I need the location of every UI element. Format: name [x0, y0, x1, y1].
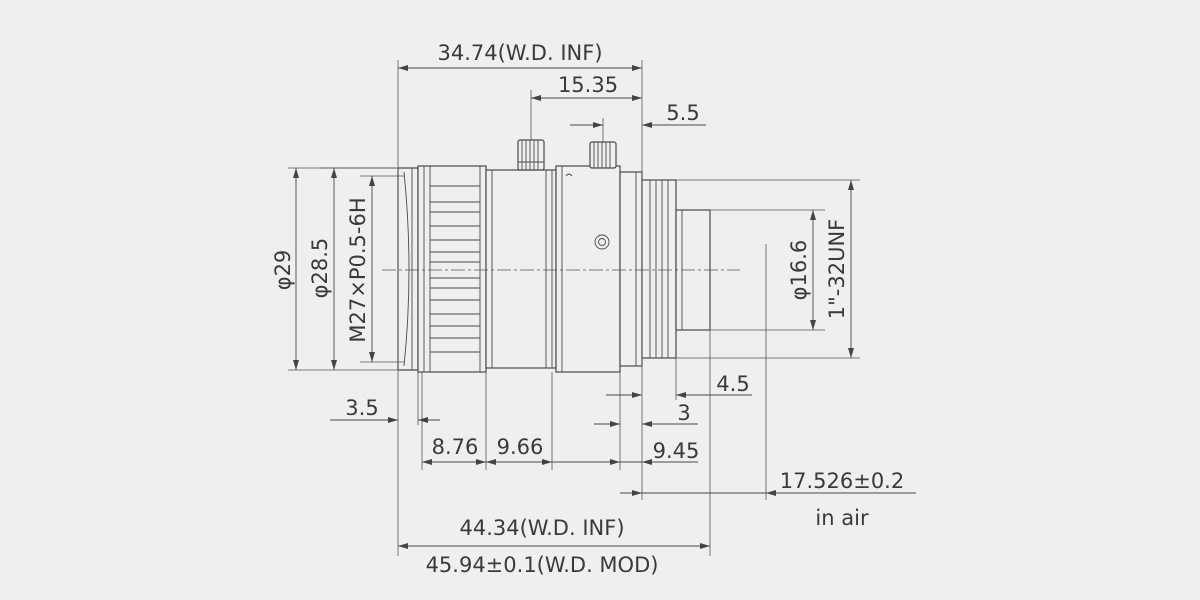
dim-rear-flange-a: 4.5: [606, 372, 752, 398]
label-rear-flange-a: 4.5: [716, 372, 749, 396]
dim-knob-to-mount: 15.35: [531, 73, 642, 101]
dim-overall-length: 44.34(W.D. INF) 45.94±0.1(W.D. MOD): [398, 516, 710, 577]
iris-barrel: [485, 169, 557, 369]
dim-diameter-ring: φ28.5: [308, 168, 337, 370]
label-mount-thread: 1"-32UNF: [825, 219, 849, 319]
label-knob-to-mount: 15.35: [558, 73, 618, 97]
label-rear-length: 9.45: [653, 439, 700, 463]
label-overall-length-inf: 44.34(W.D. INF): [459, 516, 624, 540]
dim-rear-flange-b: 3: [594, 401, 698, 427]
iris-lock-knob: [589, 141, 617, 169]
dim-flange-back: 17.526±0.2 in air: [620, 469, 916, 530]
label-flange-back-note: in air: [815, 506, 869, 530]
dim-diameter-outer: φ29: [271, 168, 299, 370]
label-total-length-inf: 34.74(W.D. INF): [437, 41, 602, 65]
label-middle-width: 9.66: [497, 435, 544, 459]
label-rear-diameter: φ16.6: [787, 240, 811, 301]
mount-thread: [641, 179, 677, 359]
label-diameter-outer: φ29: [271, 250, 295, 291]
label-flange-back: 17.526±0.2: [780, 469, 904, 493]
dim-rear-length: 9.45: [552, 439, 699, 465]
label-filter-thread: M27×P0.5-6H: [346, 197, 370, 342]
label-diameter-ring: φ28.5: [308, 238, 332, 299]
dim-rear-diameter: φ16.6: [787, 210, 816, 330]
label-overall-length-mod: 45.94±0.1(W.D. MOD): [426, 553, 659, 577]
label-rear-flange-b: 3: [677, 401, 690, 425]
front-ring: [397, 167, 419, 371]
dim-middle-width: 9.66: [486, 435, 552, 465]
dim-filter-thread: M27×P0.5-6H: [346, 176, 375, 362]
label-knob-offset: 5.5: [666, 101, 699, 125]
label-focus-ring-width: 8.76: [432, 435, 479, 459]
focus-lock-knob: [517, 139, 545, 171]
dim-total-length-inf: 34.74(W.D. INF): [398, 41, 642, 71]
label-front-step: 3.5: [345, 396, 378, 420]
focus-ring: [417, 165, 487, 373]
dim-knob-offset: 5.5: [570, 101, 706, 128]
extension-lines: [288, 60, 860, 556]
lens-body: [382, 139, 740, 373]
dim-front-step: 3.5: [330, 396, 440, 423]
set-screw-hole: [594, 234, 610, 250]
rear-barrel: [555, 165, 621, 373]
dim-focus-ring-width: 8.76: [422, 435, 486, 465]
dim-mount-thread: 1"-32UNF: [825, 180, 854, 358]
focus-ring-knurl: [430, 185, 480, 353]
rear-collar: [619, 171, 643, 367]
mount-thread-lines: [649, 180, 669, 358]
